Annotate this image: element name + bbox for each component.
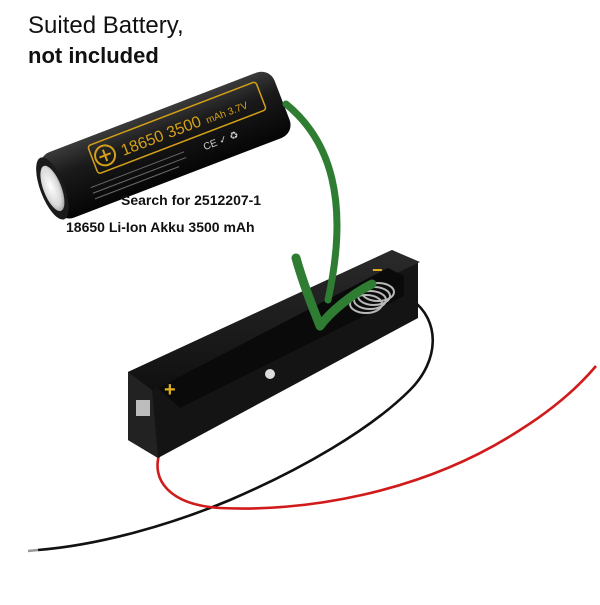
mounting-hole (265, 369, 275, 379)
holder-plus-symbol: + (164, 379, 176, 401)
search-note-line-2: 18650 Li-Ion Akku 3500 mAh (66, 219, 255, 235)
holder-minus-symbol: − (372, 260, 383, 280)
search-note-line-1: Search for 2512207-1 (121, 192, 262, 208)
black-wire (37, 298, 434, 552)
green-arrow (282, 100, 377, 331)
red-wire (156, 365, 597, 510)
black-wire-tip (27, 548, 39, 553)
battery-18650: 18650 3500 mAh 3.7V CE ✓ ♻ (36, 71, 291, 220)
battery-holder (128, 250, 420, 458)
caption-line-2: not included (28, 43, 159, 68)
caption-line-1: Suited Battery, (28, 12, 184, 39)
